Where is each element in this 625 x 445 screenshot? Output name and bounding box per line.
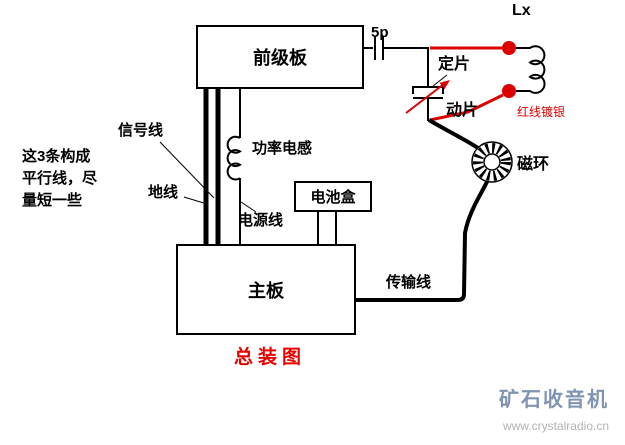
front-stage-board-label: 前级板	[253, 48, 307, 68]
power-line-label: 电源线	[238, 212, 284, 229]
note-line-2: 平行线，尽	[22, 170, 98, 187]
stator-label: 定片	[438, 56, 471, 73]
terminal-dot-bottom	[502, 84, 516, 98]
toroid-inner	[483, 153, 501, 171]
battery-box: 电池盒	[294, 181, 372, 212]
battery-box-label: 电池盒	[310, 189, 356, 206]
note-line-1: 这3条构成	[22, 148, 91, 165]
wire-red-bottom	[429, 93, 504, 122]
diagram-title: 总装图	[234, 347, 307, 368]
leader-stator	[432, 74, 448, 87]
varcap-stator-plate	[412, 86, 444, 94]
front-stage-board-box: 前级板	[196, 25, 364, 89]
main-board-box: 主板	[176, 244, 356, 335]
cap-5p-label: 5p	[371, 24, 389, 41]
coil-lx	[516, 45, 546, 94]
watermark-site-name: 矿石收音机	[499, 389, 609, 411]
terminal-dot-top	[502, 41, 516, 55]
red-wire-note-label: 红线镀银	[517, 105, 566, 119]
signal-line-label: 信号线	[118, 122, 164, 139]
varcap-arrow-head	[439, 80, 450, 90]
lx-label: Lx	[512, 2, 531, 19]
main-board-label: 主板	[248, 280, 284, 301]
leader-ground-line	[183, 196, 208, 205]
transmission-line-label: 传输线	[386, 274, 432, 291]
leader-signal-line	[159, 141, 215, 199]
leader-power-line	[240, 201, 257, 213]
cable-transmission	[356, 118, 495, 302]
rotor-label: 动片	[446, 102, 479, 119]
parallel-lines-note: 这3条构成 平行线，尽 量短一些	[22, 146, 97, 212]
watermark-site-url: www.crystalradio.cn	[502, 419, 609, 433]
magnetic-ring-label: 磁环	[517, 156, 550, 173]
varcap-arrow-shaft	[405, 83, 445, 114]
note-line-3: 量短一些	[22, 192, 83, 209]
coil-power-inductor	[226, 135, 242, 181]
power-inductor-label: 功率电感	[252, 140, 313, 157]
toroid-winding	[473, 143, 511, 181]
toroid-magnetic-ring	[471, 141, 513, 183]
ground-line-label: 地线	[148, 184, 179, 201]
